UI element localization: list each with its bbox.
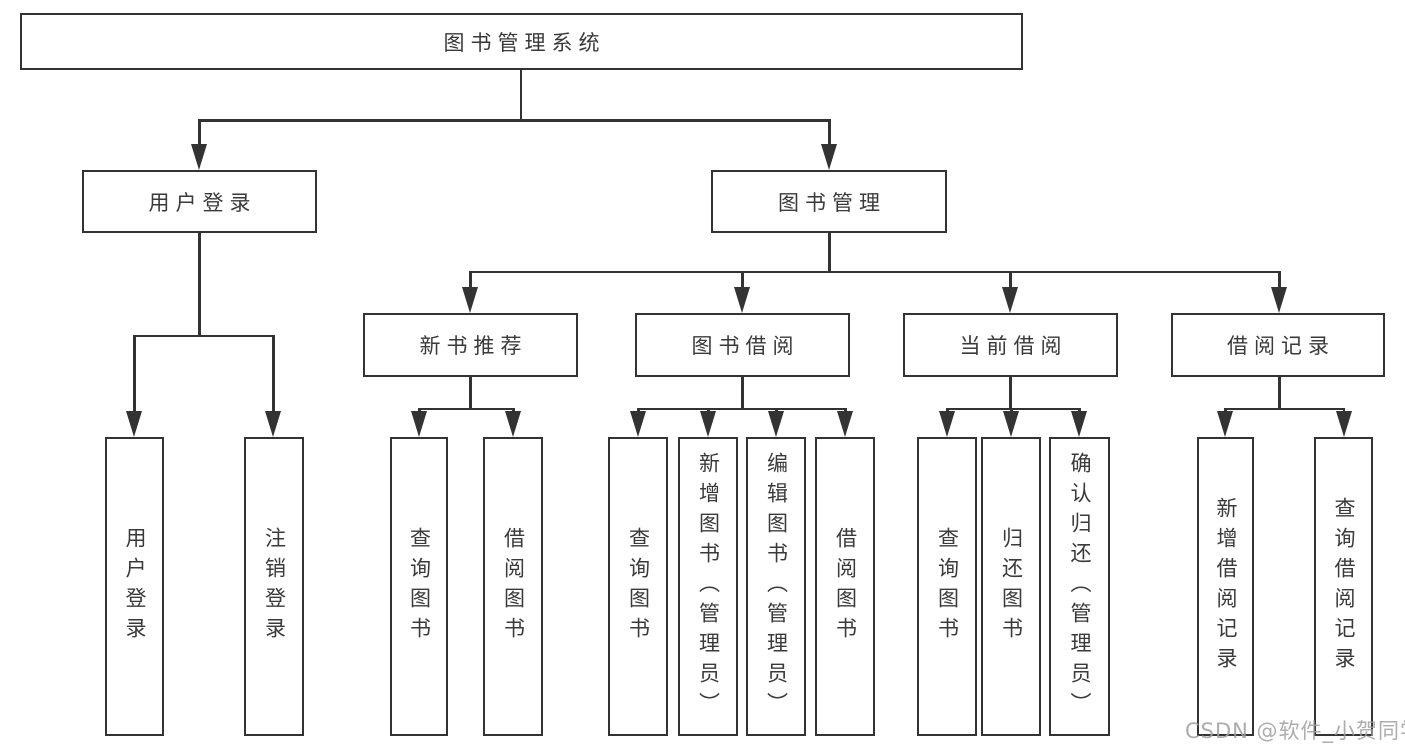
leaf-current-confirm-admin: 确认归还（管理员） [1049,437,1110,736]
leaf-current-confirm-admin-label: 确认归还（管理员） [1068,451,1092,722]
arrowhead-records-1 [1217,411,1233,437]
leaf-borrow-query: 查询图书 [608,437,668,736]
connector-drop-book-management [828,119,831,149]
leaf-current-query: 查询图书 [917,437,977,736]
connector-root-stem [519,70,522,121]
arrowhead-newbook-borrow [505,411,521,437]
arrowhead-book-borrow [734,287,750,313]
leaf-user-login-label: 用户登录 [123,526,147,647]
arrowhead-borrow-2 [700,411,716,437]
node-root: 图书管理系统 [20,13,1023,70]
leaf-records-query-label: 查询借阅记录 [1332,496,1356,677]
leaf-newbook-borrow-label: 借阅图书 [501,526,526,647]
node-book-management: 图书管理 [711,170,947,233]
leaf-current-return: 归还图书 [981,437,1041,736]
leaf-records-query: 查询借阅记录 [1314,437,1373,736]
node-new-book-recommend: 新书推荐 [363,313,578,377]
node-new-book-recommend-label: 新书推荐 [419,334,528,358]
node-book-management-label: 图书管理 [778,190,886,215]
arrowhead-borrow-records [1271,287,1287,313]
connector-drop-leaf-login [133,334,136,415]
node-borrow-records-label: 借阅记录 [1227,334,1335,358]
connector-newbook-bar [418,407,515,410]
connector-drop-book-borrow [741,270,744,290]
arrowhead-newbook-query [411,411,427,437]
leaf-borrow-add-admin: 新增图书（管理员） [678,437,738,736]
leaf-borrow-edit-admin: 编辑图书（管理员） [746,437,806,736]
connector-current-bar [946,407,1080,410]
node-current-borrow: 当前借阅 [903,313,1118,377]
connector-drop-current-borrow [1009,270,1012,290]
leaf-logout-label: 注销登录 [262,526,287,647]
connector-records-bar [1224,407,1345,410]
leaf-newbook-query: 查询图书 [390,437,448,736]
node-book-borrow: 图书借阅 [635,313,850,377]
connector-root-bar [198,119,831,122]
leaf-current-query-label: 查询图书 [935,526,960,647]
leaf-borrow-book: 借阅图书 [815,437,875,736]
arrowhead-current-2 [1003,411,1019,437]
connector-records-stem [1278,377,1281,410]
arrowhead-book-management [821,144,837,170]
leaf-newbook-borrow: 借阅图书 [483,437,543,736]
connector-drop-leaf-logout [272,334,275,415]
node-current-borrow-label: 当前借阅 [959,334,1068,358]
arrowhead-borrow-1 [630,411,646,437]
arrowhead-current-3 [1071,411,1087,437]
arrowhead-borrow-4 [837,411,853,437]
node-user-login-label: 用户登录 [148,190,257,215]
connector-borrow-stem [741,377,744,410]
arrowhead-records-2 [1335,411,1352,437]
leaf-borrow-book-label: 借阅图书 [833,526,858,647]
leaf-borrow-add-admin-label: 新增图书（管理员） [696,451,721,722]
node-root-label: 图书管理系统 [443,30,606,55]
leaf-current-return-label: 归还图书 [999,526,1024,647]
leaf-records-add-label: 新增借阅记录 [1214,496,1238,677]
leaf-borrow-edit-admin-label: 编辑图书（管理员） [764,451,789,722]
connector-drop-new-book [469,270,472,290]
node-user-login: 用户登录 [82,170,317,233]
arrowhead-leaf-logout [265,411,281,437]
leaf-newbook-query-label: 查询图书 [407,526,432,647]
leaf-user-login: 用户登录 [105,437,164,736]
connector-borrow-bar [637,407,846,410]
arrowhead-current-borrow [1002,287,1018,313]
connector-drop-user-login [198,119,201,149]
node-borrow-records: 借阅记录 [1171,313,1385,377]
leaf-borrow-query-label: 查询图书 [626,526,651,647]
connector-user-login-bar [133,334,274,337]
arrowhead-user-login [191,144,207,170]
arrowhead-new-book [462,287,478,313]
arrowhead-borrow-3 [768,411,784,437]
leaf-records-add: 新增借阅记录 [1197,437,1254,736]
leaf-logout: 注销登录 [244,437,304,736]
connector-current-stem [1009,377,1012,410]
connector-drop-borrow-records [1278,270,1281,290]
connector-book-management-stem [828,233,831,272]
node-book-borrow-label: 图书借阅 [691,334,800,358]
csdn-watermark: CSDN @软件_小贺同学 [1185,719,1405,743]
arrowhead-leaf-login [126,411,142,437]
connector-newbook-stem [469,377,472,410]
arrowhead-current-1 [939,411,955,437]
connector-user-login-stem [198,233,201,336]
connector-book-management-bar [469,270,1281,273]
